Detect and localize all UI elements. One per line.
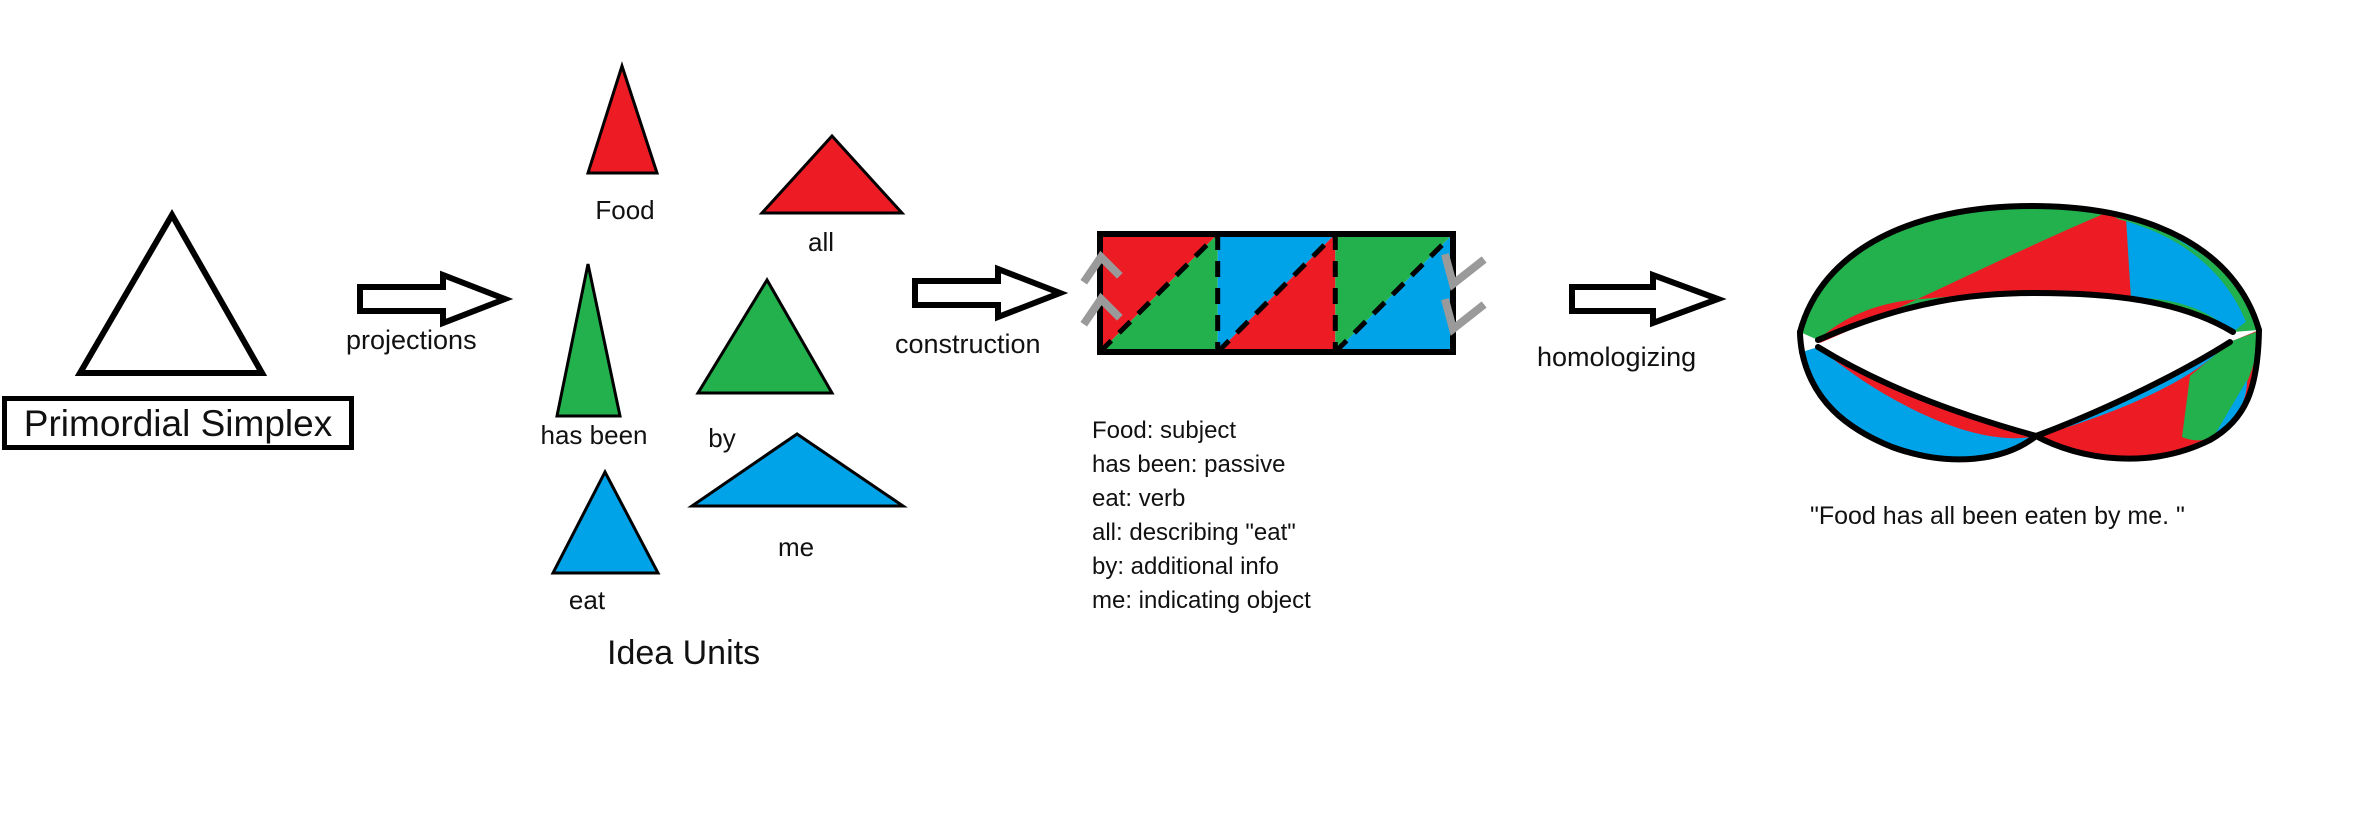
gloss-by: by: additional info — [1092, 553, 1279, 580]
primordial-simplex-triangle — [74, 208, 268, 376]
edge-orientation-chevrons — [1080, 250, 1487, 336]
me-triangle — [687, 432, 908, 508]
food-label: Food — [595, 195, 655, 225]
gloss-has-been: has been: passive — [1092, 451, 1286, 478]
mobius-strip — [1797, 203, 2262, 463]
all-label: all — [807, 227, 834, 257]
construction-arrow-icon — [912, 264, 1069, 322]
primordial-simplex-label: Primordial Simplex — [2, 396, 354, 450]
eat-triangle — [550, 468, 661, 575]
left-up-chevron-icon — [1080, 292, 1123, 327]
me-label: me — [777, 532, 815, 562]
mobius-front-right-green-wedge — [2182, 331, 2259, 441]
has-been-label: has been — [540, 420, 648, 450]
has-been-triangle — [555, 263, 622, 418]
mobius-front-right-end-blue-wedge — [2214, 380, 2247, 436]
homologizing-arrow-icon — [1569, 270, 1727, 328]
food-triangle — [585, 61, 660, 175]
homologizing-label: homologizing — [1537, 342, 1697, 372]
mobius-back-red-segment — [1818, 212, 2131, 343]
idea-units-title: Idea Units — [607, 634, 761, 672]
gloss-all: all: describing "eat" — [1092, 519, 1296, 546]
mobius-back-blue-segment — [2126, 217, 2248, 332]
result-sentence: "Food has all been eaten by me. " — [1810, 502, 2185, 530]
gloss-list: Food: subject has been: passive eat: ver… — [1092, 414, 1311, 618]
all-triangle — [758, 133, 906, 215]
gloss-me: me: indicating object — [1092, 587, 1311, 614]
right-down-chevron-icon — [1441, 253, 1487, 291]
gloss-eat: eat: verb — [1092, 485, 1186, 512]
construction-label: construction — [895, 329, 1041, 359]
projections-arrow-icon — [357, 270, 514, 328]
eat-label: eat — [568, 585, 606, 615]
left-up-chevron-icon — [1080, 250, 1123, 285]
gloss-food: Food: subject — [1092, 417, 1237, 444]
construction-rectangle — [1097, 231, 1456, 355]
by-label: by — [708, 423, 736, 453]
right-down-chevron-icon — [1441, 298, 1487, 336]
projections-label: projections — [346, 325, 477, 355]
by-triangle — [695, 277, 835, 395]
